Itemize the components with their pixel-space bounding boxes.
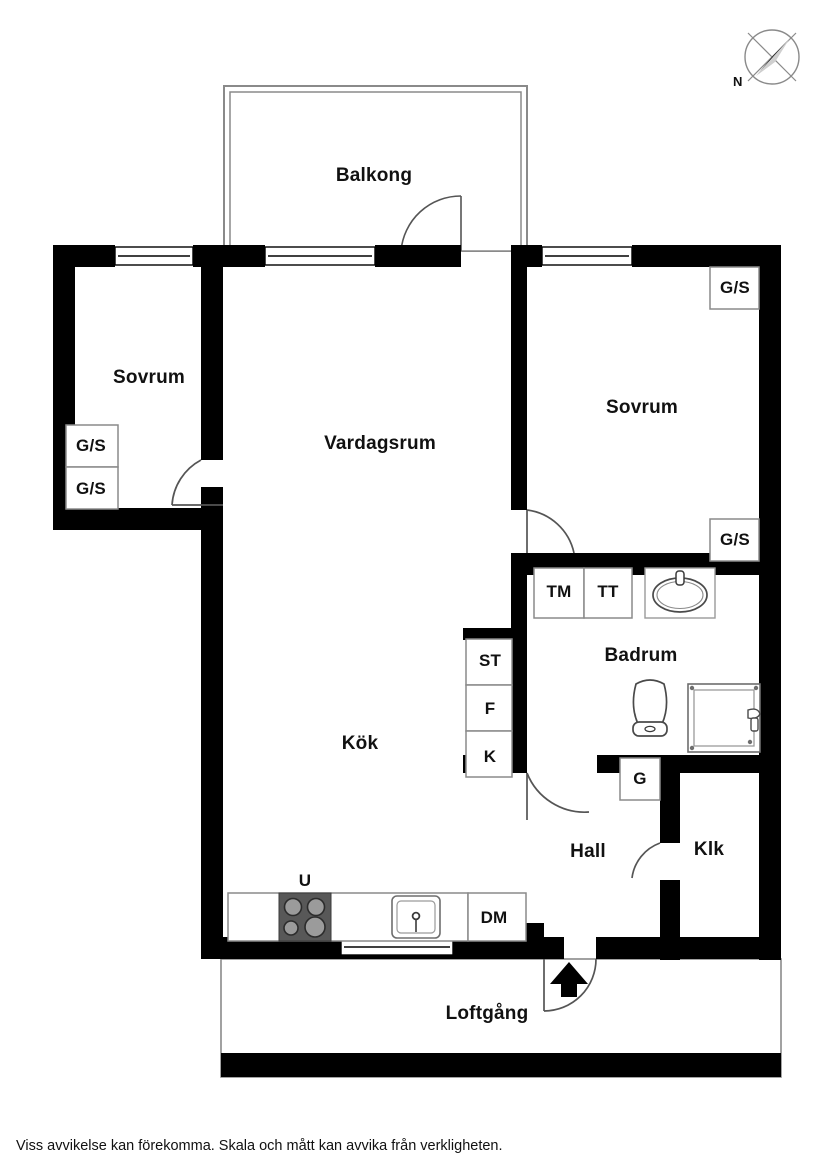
appliance-label-tm: TM bbox=[546, 582, 572, 601]
closet-label-gs-left-lower: G/S bbox=[76, 479, 106, 498]
toilet-icon bbox=[632, 679, 668, 737]
shower-cabin-icon bbox=[687, 683, 761, 753]
stove-icon bbox=[278, 892, 332, 942]
balcony-outline bbox=[223, 85, 528, 252]
room-label-hall: Hall bbox=[570, 841, 606, 862]
closet-box-g bbox=[619, 757, 661, 801]
closet-gs-left-upper bbox=[65, 424, 119, 468]
appliance-box-tm bbox=[533, 567, 585, 619]
room-label-vardagsrum: Vardagsrum bbox=[324, 433, 436, 454]
washbasin-icon bbox=[644, 567, 716, 619]
closet-boxes bbox=[65, 266, 760, 942]
appliance-box-tt bbox=[583, 567, 633, 619]
room-label-kok: Kök bbox=[341, 733, 379, 754]
appliance-box-st bbox=[465, 638, 513, 686]
appliance-label-f: F bbox=[484, 699, 496, 718]
window-sovrum-left bbox=[114, 246, 194, 266]
room-label-klk: Klk bbox=[693, 839, 725, 860]
appliance-label-k: K bbox=[483, 747, 497, 766]
appliance-box-dm bbox=[467, 892, 527, 942]
compass-north-label: N bbox=[733, 74, 743, 89]
room-label-badrum: Badrum bbox=[604, 645, 678, 666]
room-label-loftgang: Loftgång bbox=[445, 1003, 529, 1024]
appliance-label-st: ST bbox=[478, 651, 502, 670]
room-label-sovrum-right: Sovrum bbox=[606, 397, 678, 418]
window-sovrum-right bbox=[541, 246, 633, 266]
disclaimer-text: Viss avvikelse kan förekomma. Skala och … bbox=[16, 1138, 503, 1154]
window-vardagsrum bbox=[264, 246, 376, 266]
appliance-label-g: G bbox=[633, 769, 647, 788]
window-kok bbox=[340, 938, 454, 956]
appliance-label-u: U bbox=[298, 871, 312, 890]
closet-gs-right-lower bbox=[709, 518, 760, 562]
door-swings bbox=[171, 459, 661, 1012]
closet-label-gs-left-upper: G/S bbox=[76, 436, 106, 455]
walkway-outline bbox=[220, 958, 782, 1078]
closet-gs-left-lower bbox=[65, 466, 119, 510]
appliance-box-f bbox=[465, 684, 513, 732]
window-group bbox=[114, 246, 633, 956]
entrance-arrow-icon bbox=[550, 962, 588, 997]
kitchen-sink-icon bbox=[391, 895, 441, 939]
balcony-door-swing bbox=[400, 195, 462, 252]
room-label-sovrum-left: Sovrum bbox=[113, 367, 185, 388]
closet-label-gs-right-upper: G/S bbox=[720, 278, 750, 297]
closet-gs-right-upper bbox=[709, 266, 760, 310]
appliance-label-dm: DM bbox=[480, 908, 508, 927]
closet-label-gs-right-lower: G/S bbox=[720, 530, 750, 549]
compass-rose-icon bbox=[744, 29, 800, 85]
room-label-balkong: Balkong bbox=[335, 165, 413, 186]
appliance-box-k bbox=[465, 730, 513, 778]
appliance-label-tt: TT bbox=[597, 582, 619, 601]
